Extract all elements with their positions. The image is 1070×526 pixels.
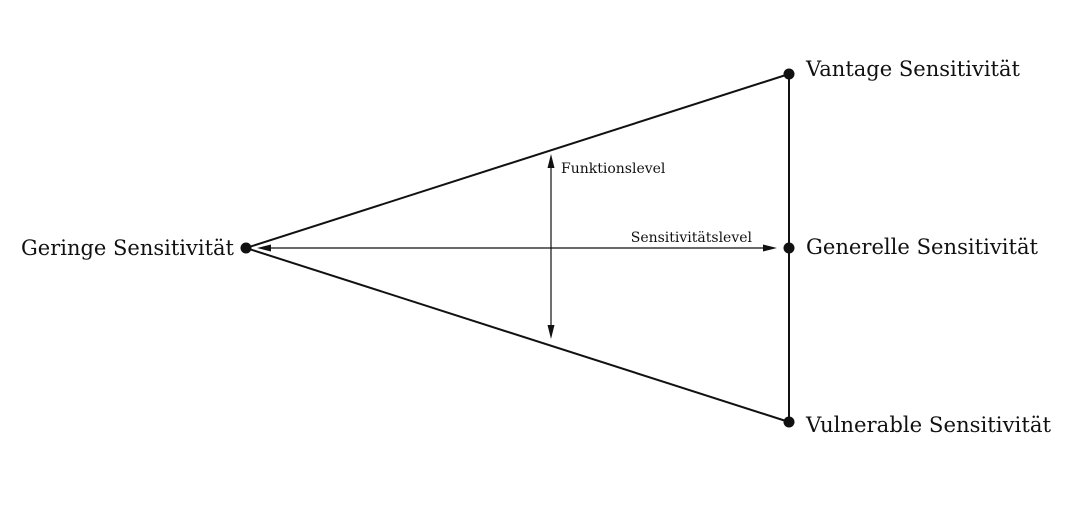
arrow-head-left	[257, 244, 271, 252]
node-dot-low	[240, 242, 252, 254]
axis-label-function-level: Funktionslevel	[561, 161, 666, 177]
arrow-head-right	[763, 244, 777, 252]
node-dot-vulnerable	[783, 416, 795, 428]
node-label-vulnerable: Vulnerable Sensitivität	[805, 413, 1052, 437]
sensitivity-level-arrow	[257, 244, 777, 252]
node-label-vantage: Vantage Sensitivität	[805, 57, 1021, 81]
edge-low-to-vulnerable	[245, 247, 790, 423]
node-dot-general	[783, 242, 795, 254]
node-label-low: Geringe Sensitivität	[21, 236, 235, 260]
edge-low-to-vantage	[245, 73, 790, 249]
axis-label-sensitivity-level: Sensitivitätslevel	[631, 230, 753, 246]
function-level-arrow	[547, 154, 555, 339]
node-dot-vantage	[783, 68, 795, 80]
arrow-head-up	[547, 154, 555, 168]
arrow-head-down	[547, 325, 555, 339]
node-label-general: Generelle Sensitivität	[806, 235, 1039, 259]
